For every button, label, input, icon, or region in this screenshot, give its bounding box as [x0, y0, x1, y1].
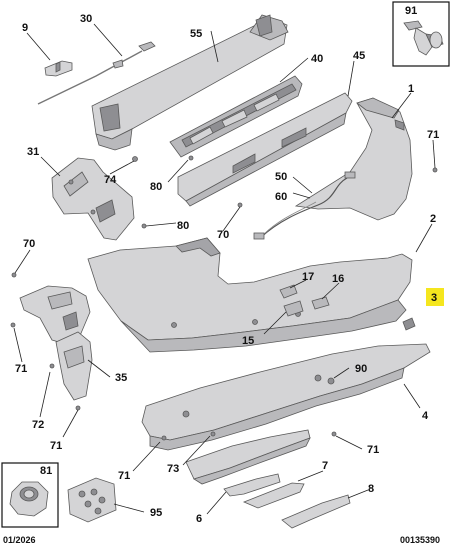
callout-71-left-upper: 71 [15, 363, 27, 375]
callout-70-left: 70 [23, 238, 35, 250]
part-45-lower-absorber [177, 92, 353, 207]
callout-95: 95 [150, 507, 162, 519]
part-7b-strip [242, 482, 305, 509]
callout-6: 6 [196, 513, 202, 525]
part-50-60-harness [253, 171, 356, 240]
callout-50: 50 [275, 171, 287, 183]
callout-40: 40 [311, 53, 323, 65]
part-95-clip-kit [67, 477, 117, 523]
push-pin-clip-drawing [403, 20, 444, 56]
callout-7: 7 [322, 460, 328, 472]
callout-72: 72 [32, 419, 44, 431]
callout-91: 91 [405, 5, 417, 17]
part-1-upper-cover [294, 97, 413, 221]
footer-date: 01/2026 [3, 535, 36, 545]
callout-73: 73 [167, 463, 179, 475]
callout-8: 8 [368, 483, 374, 495]
part-6-73-lower-trim [185, 429, 311, 485]
callout-17: 17 [302, 271, 314, 283]
leader-lines [13, 23, 436, 515]
callout-55: 55 [190, 28, 202, 40]
nut-drawing [9, 481, 49, 517]
part-8-strip [281, 494, 351, 529]
part-16-clip [311, 296, 330, 310]
screws [10, 155, 438, 441]
callout-70-mid: 70 [217, 229, 229, 241]
callout-90: 90 [355, 363, 367, 375]
part-90-clip [327, 377, 335, 385]
callout-71-left-lower: 71 [50, 440, 62, 452]
callout-45: 45 [353, 50, 365, 62]
callout-81: 81 [40, 465, 52, 477]
callout-71-bottom-right: 71 [367, 444, 379, 456]
inset-box-81 [1, 462, 59, 528]
callout-80-top: 80 [150, 181, 162, 193]
callout-2: 2 [430, 213, 436, 225]
highlight-box-3 [426, 288, 444, 306]
inset-box-91 [392, 1, 450, 67]
callout-3: 3 [431, 292, 437, 304]
callout-74: 74 [104, 174, 117, 186]
callout-60: 60 [275, 191, 287, 203]
callout-71-right: 71 [427, 129, 439, 141]
callout-16: 16 [332, 273, 344, 285]
callout-71-bottom: 71 [118, 470, 130, 482]
part-70-left-bracket [19, 285, 91, 345]
footer-reference: 00135390 [400, 535, 440, 545]
callout-31: 31 [27, 146, 39, 158]
part-30-cable [37, 41, 156, 105]
part-15-clip [283, 300, 304, 317]
callout-4: 4 [422, 410, 429, 422]
part-35-bracket [55, 331, 93, 401]
part-31-side-bracket [51, 157, 135, 241]
part-55-rear-beam [91, 14, 289, 151]
callout-9: 9 [22, 22, 28, 34]
part-40-absorber [169, 75, 303, 158]
callout-80-bottom: 80 [177, 220, 189, 232]
part-3-sensor [402, 317, 416, 331]
callout-15: 15 [242, 335, 254, 347]
part-7-strip [223, 473, 281, 497]
callout-35: 35 [115, 372, 127, 384]
part-2-main-cover [87, 237, 413, 353]
callout-30: 30 [80, 13, 92, 25]
part-17-clip [279, 284, 298, 299]
part-4-diffuser [141, 343, 431, 451]
part-9-bracket [44, 60, 73, 77]
callout-1: 1 [408, 83, 414, 95]
